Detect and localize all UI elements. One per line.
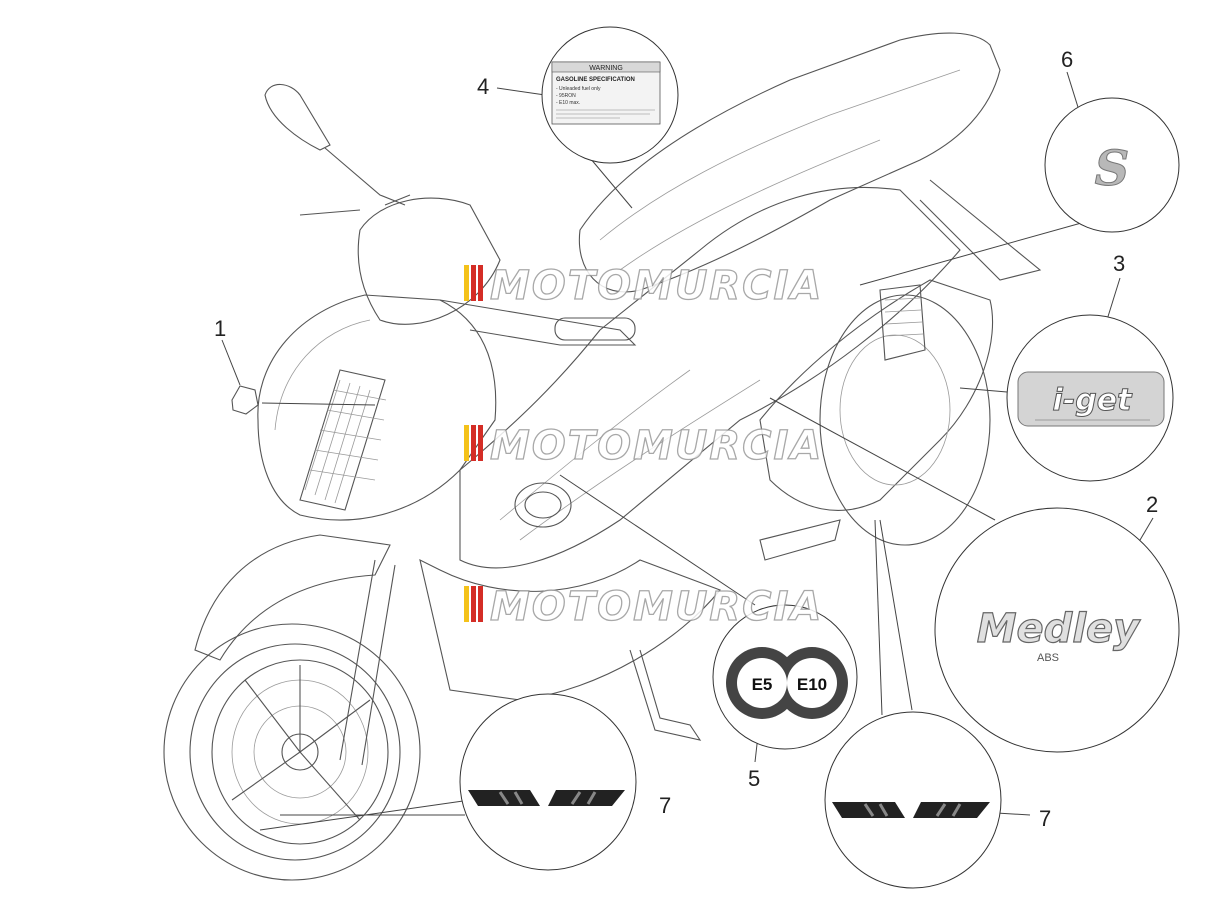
warning-title: GASOLINE SPECIFICATION bbox=[556, 77, 635, 83]
watermark-1: MOTOMURCIA bbox=[464, 262, 823, 310]
bubble-s-logo: S bbox=[1044, 97, 1180, 233]
watermark-text-3: MOTOMURCIA bbox=[490, 584, 823, 630]
callout-6: 6 bbox=[1061, 47, 1073, 72]
medley-abs: ABS bbox=[1037, 652, 1059, 664]
mirror bbox=[264, 83, 406, 206]
watermark-2: MOTOMURCIA bbox=[464, 422, 823, 470]
watermark-text-1: MOTOMURCIA bbox=[490, 263, 823, 309]
bubble-warning-label: WARNING GASOLINE SPECIFICATION - Unleade… bbox=[541, 26, 679, 164]
callout-2: 2 bbox=[1146, 492, 1158, 517]
callout-5: 5 bbox=[748, 766, 760, 791]
callout-7-left: 7 bbox=[659, 793, 671, 818]
bubble-iget-logo: i-get bbox=[1006, 314, 1174, 482]
warning-line-2: - 95RON bbox=[556, 93, 576, 99]
callout-3: 3 bbox=[1113, 251, 1125, 276]
s-logo: S bbox=[1095, 141, 1130, 197]
fuel-cap bbox=[514, 482, 572, 528]
callout-1: 1 bbox=[214, 316, 226, 341]
seat bbox=[578, 32, 1001, 293]
watermark-text-2: MOTOMURCIA bbox=[490, 423, 823, 469]
fuel-badge-e5: E5 bbox=[752, 675, 773, 694]
warning-line-1: - Unleaded fuel only bbox=[556, 86, 601, 92]
iget-logo: i-get bbox=[1053, 383, 1134, 418]
bubble-medley-logo: Medley ABS bbox=[934, 507, 1180, 753]
watermark-3: MOTOMURCIA bbox=[464, 583, 823, 631]
callout-4: 4 bbox=[477, 74, 489, 99]
bubble-stripes-left bbox=[459, 693, 637, 871]
callout-numbers: 1 2 3 4 5 6 7 7 bbox=[214, 47, 1158, 831]
callout-7-right: 7 bbox=[1039, 806, 1051, 831]
emblem-shape bbox=[231, 385, 259, 415]
medley-logo: Medley bbox=[977, 606, 1141, 652]
bubble-fuel-badge: E5 E10 bbox=[712, 604, 858, 750]
bubble-stripes-right bbox=[824, 711, 1002, 889]
warning-header: WARNING bbox=[589, 65, 623, 72]
fuel-badge-e10: E10 bbox=[797, 675, 827, 694]
warning-line-3: - E10 max. bbox=[556, 100, 580, 106]
front-grille bbox=[299, 369, 387, 511]
front-wheel bbox=[163, 623, 421, 881]
